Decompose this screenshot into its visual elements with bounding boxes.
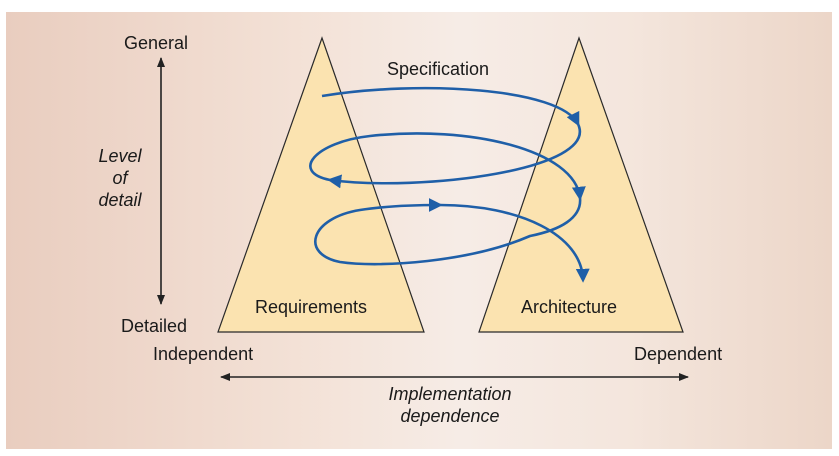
spiral-segment-3 — [309, 132, 586, 201]
dependent-label: Dependent — [634, 344, 723, 364]
implementation-dependence-line-2: dependence — [400, 406, 500, 426]
specification-spiral — [309, 86, 590, 283]
spiral-segment-5 — [439, 203, 590, 283]
level-of-detail-title: Level of detail — [82, 145, 158, 211]
level-of-detail-line-3: detail — [98, 190, 142, 210]
implementation-dependence-line-1: Implementation — [388, 384, 512, 404]
architecture-triangle — [478, 36, 684, 333]
general-label: General — [124, 33, 189, 53]
spiral-segment-4 — [314, 197, 582, 266]
requirements-label: Requirements — [255, 297, 368, 317]
architecture-label: Architecture — [521, 297, 618, 317]
spiral-segment-1 — [321, 86, 580, 127]
implementation-dependence-title: Implementation dependence — [355, 383, 545, 427]
requirements-triangle — [217, 36, 425, 333]
level-of-detail-line-1: Level — [98, 146, 142, 166]
spiral-segment-2 — [327, 123, 582, 189]
level-of-detail-line-2: of — [112, 168, 128, 188]
independent-label: Independent — [153, 344, 254, 364]
detailed-label: Detailed — [121, 316, 188, 336]
specification-label: Specification — [387, 59, 490, 79]
